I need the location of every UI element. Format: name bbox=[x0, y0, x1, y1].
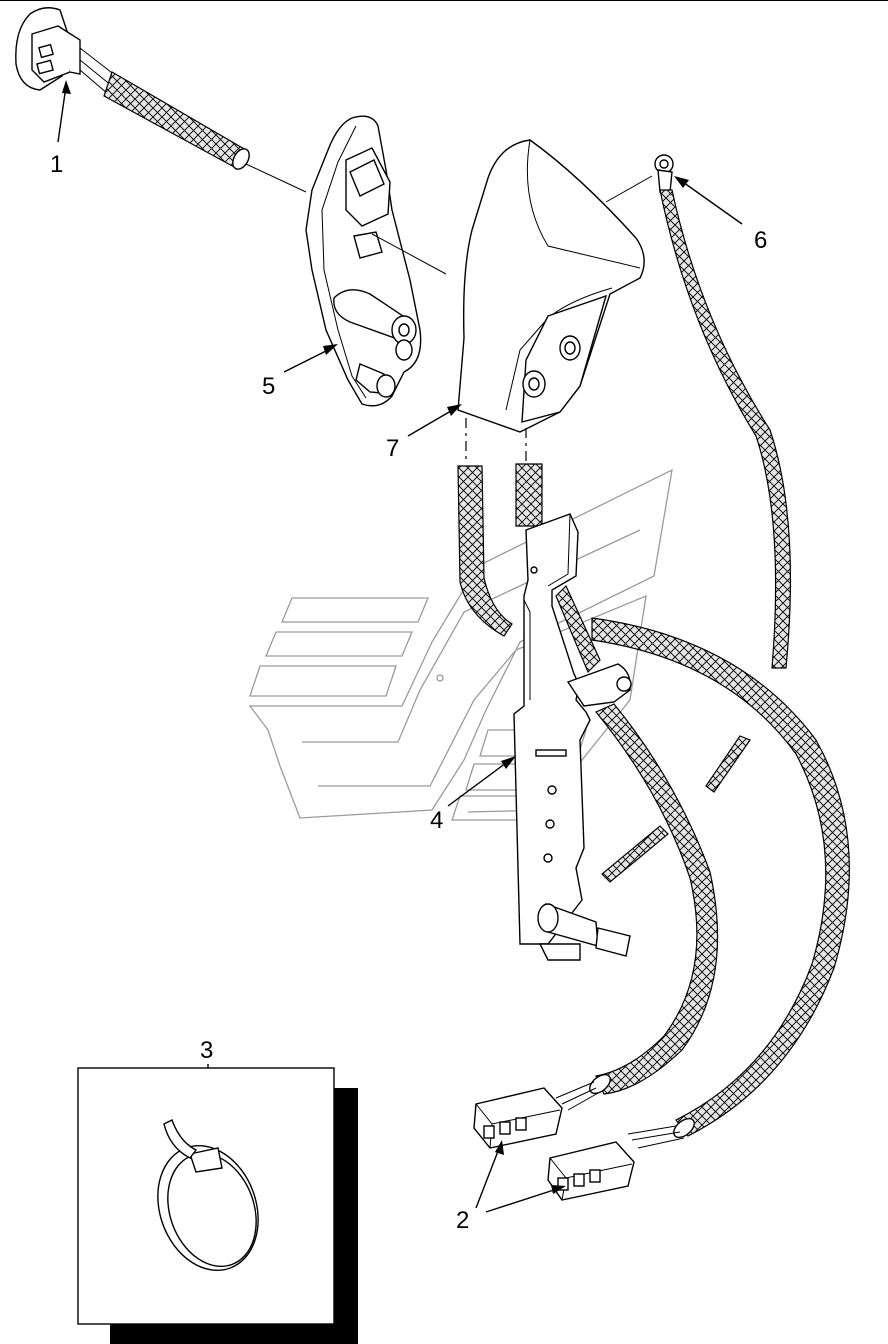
callout-1: 1 bbox=[50, 151, 63, 178]
harness-sleeves bbox=[457, 463, 850, 1149]
part-1-connector-cable bbox=[15, 7, 307, 193]
part-3-cable-tie-box bbox=[77, 1067, 358, 1344]
callout-7: 7 bbox=[386, 435, 399, 462]
watermark-logo bbox=[248, 468, 673, 821]
callout-3: 3 bbox=[200, 1037, 213, 1064]
part-4-bracket bbox=[513, 513, 632, 961]
callout-5: 5 bbox=[262, 373, 275, 400]
callout-4: 4 bbox=[430, 807, 443, 834]
leader-arrows bbox=[57, 80, 743, 1213]
part-7-handle-cover bbox=[457, 139, 653, 433]
part-5-handle-shell bbox=[305, 115, 447, 407]
assembly-lines bbox=[465, 418, 527, 464]
part-2-connectors bbox=[473, 1087, 635, 1201]
part-6-ground-wire bbox=[654, 154, 792, 669]
callout-2: 2 bbox=[456, 1207, 469, 1234]
callout-6: 6 bbox=[754, 227, 767, 254]
